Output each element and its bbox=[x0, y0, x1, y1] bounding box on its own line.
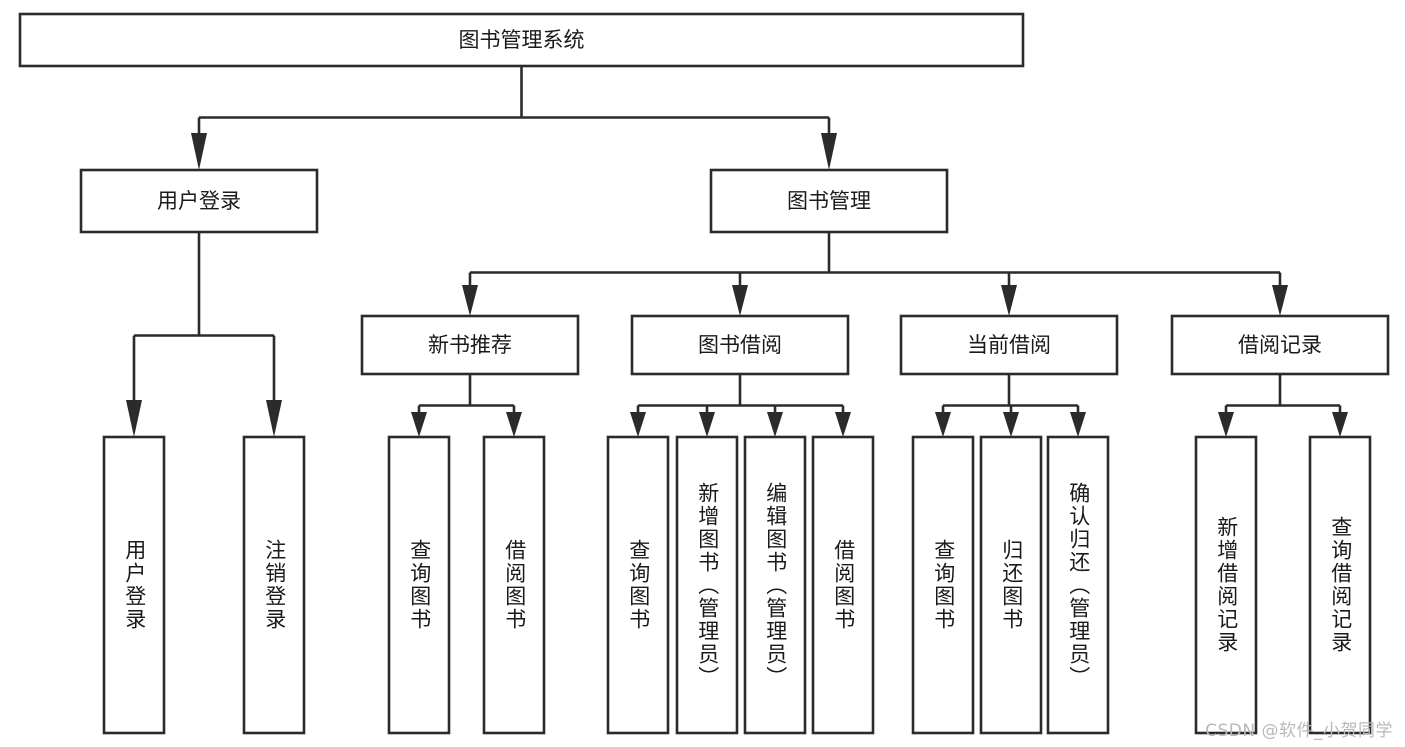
node-book-borrow[interactable]: 图书借阅 bbox=[630, 314, 850, 376]
node-root-label: 图书管理系统 bbox=[459, 28, 585, 52]
csdn-watermark: CSDN @软件_小贺同学 bbox=[1205, 721, 1393, 741]
arrow-new-book-rec-leaf-2 bbox=[506, 412, 522, 437]
arrow-user-login-leaf-2 bbox=[266, 400, 282, 437]
node-book-borrow-rect[interactable] bbox=[630, 314, 850, 376]
connector-group-borrow-record bbox=[1218, 374, 1348, 437]
leaf-return-book-rect[interactable] bbox=[979, 435, 1043, 735]
node-new-book-rec-label: 新书推荐 bbox=[428, 333, 512, 357]
arrow-book-manage-current-borrow bbox=[1001, 285, 1017, 316]
leaf-user-login-rect[interactable] bbox=[102, 435, 166, 735]
arrow-current-borrow-leaf-1 bbox=[935, 412, 951, 437]
leaf-box-group bbox=[102, 435, 1372, 735]
leaf-add-book-rect[interactable] bbox=[675, 435, 739, 735]
node-user-login[interactable]: 用户登录 bbox=[79, 168, 319, 234]
arrow-book-borrow-leaf-4 bbox=[835, 412, 851, 437]
arrow-book-borrow-leaf-3 bbox=[767, 412, 783, 437]
node-book-borrow-label: 图书借阅 bbox=[698, 333, 782, 357]
connector-group-current-borrow bbox=[935, 374, 1086, 437]
node-book-manage-rect[interactable] bbox=[709, 168, 949, 234]
node-borrow-record-label: 借阅记录 bbox=[1238, 333, 1322, 357]
arrow-user-login-leaf-1 bbox=[126, 400, 142, 437]
arrow-book-borrow-leaf-2 bbox=[699, 412, 715, 437]
node-new-book-rec[interactable]: 新书推荐 bbox=[360, 314, 580, 376]
node-current-borrow[interactable]: 当前借阅 bbox=[899, 314, 1119, 376]
arrow-current-borrow-leaf-3 bbox=[1070, 412, 1086, 437]
leaf-borrow-book-1-rect[interactable] bbox=[482, 435, 546, 735]
arrow-root-to-book-manage bbox=[821, 133, 837, 170]
node-root-rect[interactable] bbox=[18, 12, 1025, 68]
connector-group-user-login bbox=[126, 232, 282, 437]
connector-group-book-manage bbox=[462, 232, 1288, 316]
node-new-book-rec-rect[interactable] bbox=[360, 314, 580, 376]
node-root[interactable]: 图书管理系统 bbox=[18, 12, 1025, 68]
leaf-query-record-rect[interactable] bbox=[1308, 435, 1372, 735]
node-current-borrow-rect[interactable] bbox=[899, 314, 1119, 376]
leaf-confirm-return-rect[interactable] bbox=[1046, 435, 1110, 735]
leaf-query-book-2-rect[interactable] bbox=[606, 435, 670, 735]
arrow-book-manage-new-book-rec bbox=[462, 285, 478, 316]
connector-group-new-book-rec bbox=[411, 374, 522, 437]
leaf-query-book-3-rect[interactable] bbox=[911, 435, 975, 735]
leaf-edit-book-rect[interactable] bbox=[743, 435, 807, 735]
arrow-current-borrow-leaf-2 bbox=[1003, 412, 1019, 437]
node-book-manage-label: 图书管理 bbox=[787, 189, 871, 213]
connector-group-root bbox=[191, 66, 837, 170]
arrow-book-manage-borrow-record bbox=[1272, 285, 1288, 316]
leaf-borrow-book-2-rect[interactable] bbox=[811, 435, 875, 735]
arrow-new-book-rec-leaf-1 bbox=[411, 412, 427, 437]
node-current-borrow-label: 当前借阅 bbox=[967, 333, 1051, 357]
node-user-login-rect[interactable] bbox=[79, 168, 319, 234]
node-borrow-record-rect[interactable] bbox=[1170, 314, 1390, 376]
arrow-book-borrow-leaf-1 bbox=[630, 412, 646, 437]
arrow-book-manage-book-borrow bbox=[732, 285, 748, 316]
arrow-borrow-record-leaf-1 bbox=[1218, 412, 1234, 437]
leaf-query-book-1-rect[interactable] bbox=[387, 435, 451, 735]
leaf-logout-rect[interactable] bbox=[242, 435, 306, 735]
arrow-root-to-user-login bbox=[191, 133, 207, 170]
leaf-add-record-rect[interactable] bbox=[1194, 435, 1258, 735]
connector-group-book-borrow bbox=[630, 374, 851, 437]
arrow-borrow-record-leaf-2 bbox=[1332, 412, 1348, 437]
node-user-login-label: 用户登录 bbox=[157, 189, 241, 213]
node-borrow-record[interactable]: 借阅记录 bbox=[1170, 314, 1390, 376]
node-book-manage[interactable]: 图书管理 bbox=[709, 168, 949, 234]
